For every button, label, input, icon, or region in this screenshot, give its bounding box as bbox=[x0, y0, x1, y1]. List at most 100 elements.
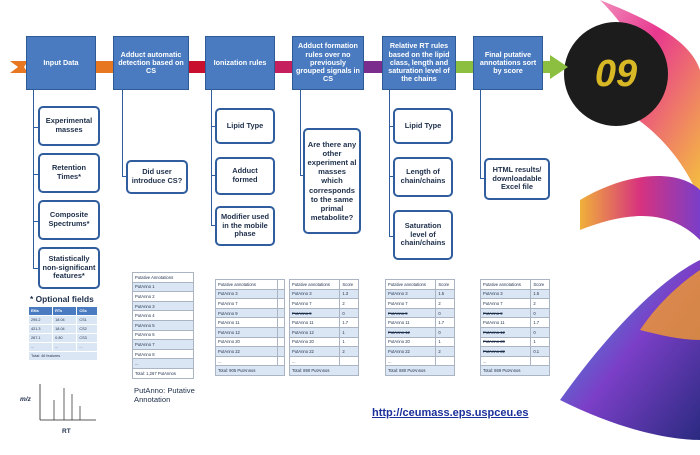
connector-line bbox=[33, 268, 40, 269]
input-composite-spectrums: Composite Spectrums* bbox=[38, 200, 100, 240]
table-header: Score bbox=[339, 279, 359, 290]
step-final-annotations: Final putative annotations sort by score bbox=[473, 36, 543, 90]
table-cell: ... bbox=[479, 355, 532, 367]
table-cell: 0 bbox=[435, 326, 455, 338]
connector-line bbox=[211, 175, 217, 176]
connector-line bbox=[480, 90, 481, 178]
cs-cell: ... bbox=[27, 342, 54, 352]
table-cell: PutAnno 9 bbox=[288, 307, 341, 319]
table-cell: 1 bbox=[339, 326, 359, 338]
table-cell bbox=[276, 326, 286, 338]
connector-line bbox=[33, 174, 40, 175]
table-cell: ... bbox=[384, 355, 437, 367]
table-cell bbox=[276, 307, 286, 319]
connector-line bbox=[389, 236, 395, 237]
cs-cell: 18.04 bbox=[52, 324, 78, 334]
table-cell: 1.3 bbox=[339, 288, 359, 300]
ionization-lipid-type: Lipid Type bbox=[215, 108, 275, 144]
cs-cell: 421.3 bbox=[27, 324, 54, 334]
cs-cell: CS2 bbox=[76, 324, 98, 334]
cs-cell: 0.80 bbox=[52, 333, 78, 343]
table-cell: ... bbox=[288, 355, 341, 367]
cs-cell: ... bbox=[52, 342, 78, 352]
optional-fields-note: * Optional fields bbox=[30, 294, 94, 304]
table-cell: PutAnno 7 bbox=[215, 298, 278, 309]
connector-line bbox=[211, 126, 217, 127]
table-cell: PutAnno 3 bbox=[215, 288, 278, 300]
ionization-adduct-formed: Adduct formed bbox=[215, 157, 275, 195]
table-total: Total: 880 PutAnnos bbox=[385, 365, 455, 376]
table-cell: PutAnno 1 bbox=[132, 281, 194, 293]
table-cell: PutAnno 22 bbox=[479, 346, 532, 357]
cs-cell: ... bbox=[76, 342, 98, 352]
table-cell: PutAnno 11 bbox=[215, 317, 278, 328]
table-cell bbox=[530, 355, 550, 367]
table-cell bbox=[276, 317, 286, 328]
connector-line bbox=[300, 175, 305, 176]
table-cell bbox=[276, 355, 286, 367]
table-cell: 1 bbox=[339, 336, 359, 348]
table-cell: PutAnno 20 bbox=[215, 336, 278, 348]
table-cell: 1.7 bbox=[530, 317, 550, 328]
connector-line bbox=[389, 126, 395, 127]
table-header: Putative annotations bbox=[384, 279, 437, 290]
table-cell: 2 bbox=[435, 298, 455, 309]
table-cell: 1.7 bbox=[339, 317, 359, 328]
cs-total: Total: 46 features bbox=[28, 351, 98, 361]
table-cell: 0.1 bbox=[530, 346, 550, 357]
table-total: Total: 905 PutAnnos bbox=[215, 365, 285, 376]
connector-line bbox=[300, 90, 301, 175]
connector-line bbox=[33, 221, 40, 222]
ionization-mobile-phase-modifier: Modifier used in the mobile phase bbox=[215, 206, 275, 246]
table-cell: 2 bbox=[339, 298, 359, 309]
table-cell: ... bbox=[132, 358, 194, 369]
table-total: Total: 1,267 PutAnnos bbox=[132, 367, 194, 379]
table-cell: 1.7 bbox=[435, 317, 455, 328]
table-cell bbox=[435, 355, 455, 367]
table-cell: 2 bbox=[530, 298, 550, 309]
step-input-data: Input Data bbox=[26, 36, 96, 90]
mass-spectrum-sketch bbox=[39, 384, 96, 421]
table-cell: PutAnno 5 bbox=[132, 319, 194, 331]
table-cell: PutAnno 7 bbox=[132, 339, 194, 350]
cs-cell: CS1 bbox=[76, 315, 98, 325]
table-cell: 1 bbox=[530, 336, 550, 348]
table-cell: 2 bbox=[339, 346, 359, 357]
table-cell: PutAnno 22 bbox=[384, 346, 437, 357]
input-non-significant-features: Statistically non-significant features* bbox=[38, 247, 100, 289]
ceumass-url-link[interactable]: http://ceumass.eps.uspceu.es bbox=[372, 407, 529, 419]
table-cell: PutAnno 20 bbox=[384, 336, 437, 348]
table-cell: PutAnno 12 bbox=[479, 326, 532, 338]
step-ionization-rules: Ionization rules bbox=[205, 36, 275, 90]
table-cell: 1 bbox=[435, 336, 455, 348]
table-header bbox=[276, 279, 286, 290]
spectrum-y-label: m/z bbox=[20, 396, 31, 403]
table-cell: PutAnno 22 bbox=[215, 346, 278, 357]
connector-line bbox=[122, 90, 123, 176]
table-cell: PutAnno 2 bbox=[132, 291, 194, 302]
table-cell bbox=[276, 288, 286, 300]
final-html-results: HTML results/ downloadable Excel file bbox=[484, 158, 550, 200]
input-experimental-masses: Experimental masses bbox=[38, 106, 100, 146]
step-adduct-formation: Adduct formation rules over no previousl… bbox=[292, 36, 364, 90]
table-header: Putative annotations bbox=[215, 279, 278, 290]
connector-line bbox=[389, 176, 395, 177]
table-cell: 0 bbox=[435, 307, 455, 319]
table-cell: PutAnno 3 bbox=[288, 288, 341, 300]
cs-header: RTs bbox=[52, 306, 78, 316]
table-cell: PutAnno 11 bbox=[288, 317, 341, 328]
table-cell: 1.5 bbox=[435, 288, 455, 300]
table-cell: PutAnno 3 bbox=[479, 288, 532, 300]
table-total: Total: 890 PutAnnos bbox=[289, 365, 359, 376]
table-cell bbox=[339, 355, 359, 367]
table-cell: PutAnno 20 bbox=[288, 336, 341, 348]
table-cell bbox=[276, 336, 286, 348]
cs-cell: 295.2 bbox=[27, 315, 54, 325]
connector-line bbox=[480, 178, 486, 179]
table-cell: PutAnno 12 bbox=[384, 326, 437, 338]
putanno-list-table: Putative Annotations PutAnno 1 PutAnno 2… bbox=[132, 272, 194, 379]
